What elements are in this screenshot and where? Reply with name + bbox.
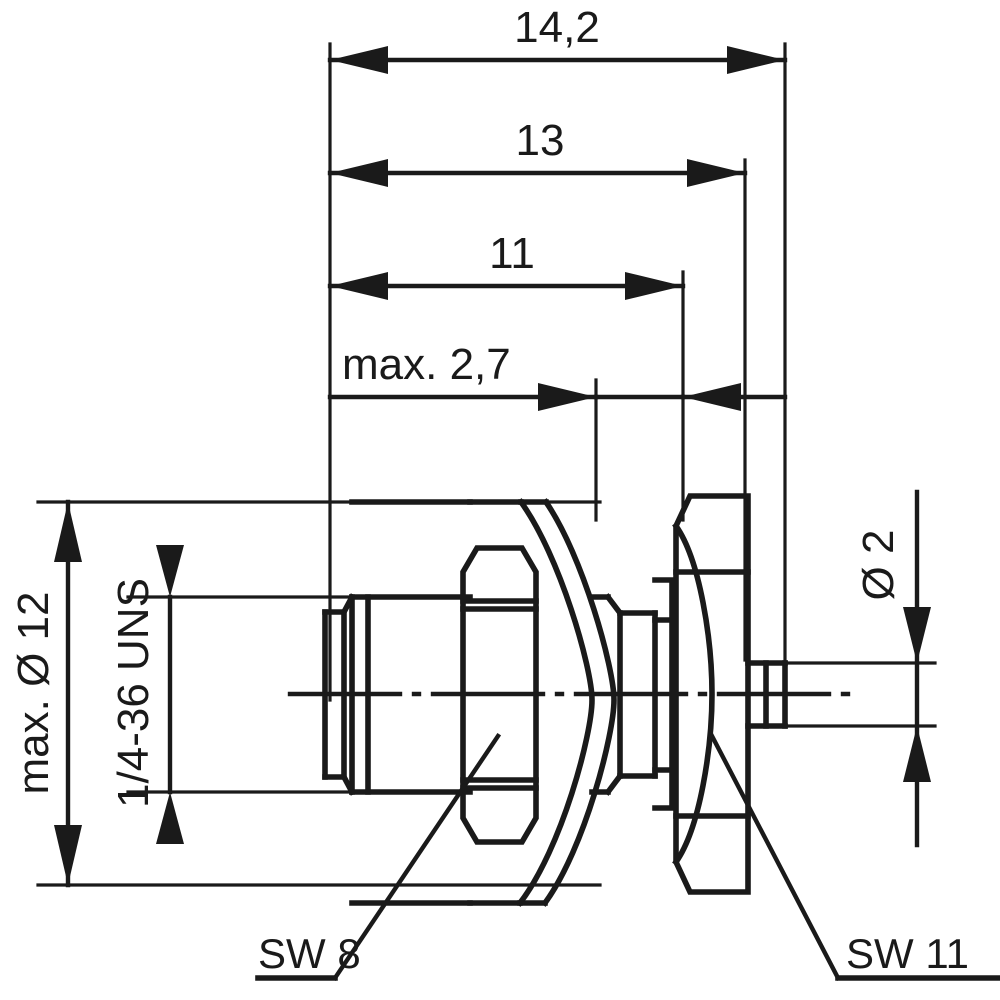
arrowhead-top-d12: [54, 502, 82, 562]
leader-line-sw11: [709, 733, 841, 981]
dimension-flange-diameter: max. Ø 12: [9, 499, 82, 888]
arrowhead-right-13: [687, 159, 745, 187]
hex-nut-sw8-outline: [460, 545, 539, 845]
dimension-panel-thickness: max. 2,7: [327, 340, 788, 411]
arrowhead-left-11: [330, 272, 388, 300]
arrowhead-top-thread-spec: [156, 545, 184, 597]
spring-washer-outer-curve: [516, 498, 595, 907]
dimension-overall-length: 14,2: [327, 3, 788, 74]
arrowhead-left-13: [330, 159, 388, 187]
arrowhead-right-11: [625, 272, 683, 300]
dimension-value-flange-diameter: max. Ø 12: [9, 592, 58, 795]
callout-label-sw8: SW 8: [258, 930, 361, 977]
callout-sw11: SW 11: [709, 733, 1000, 981]
dimension-value-thread-to-flange: 13: [516, 116, 565, 165]
arrowhead-inner-left-2-7: [538, 383, 596, 411]
hex-nut-sw11-face-curve: [672, 522, 715, 866]
arrowhead-left-14-2: [330, 46, 388, 74]
dimension-thread-length: 11: [327, 229, 686, 300]
dimension-thread-to-flange: 13: [327, 116, 748, 187]
connector-body: [322, 493, 788, 907]
arrowhead-top-d2: [903, 607, 931, 663]
arrowhead-bottom-d2: [903, 726, 931, 782]
dimension-thread-spec: 1/4-36 UNS: [109, 545, 184, 844]
callout-label-sw11: SW 11: [846, 930, 969, 977]
dimension-value-thread-length: 11: [489, 229, 535, 278]
arrowhead-right-14-2: [727, 46, 785, 74]
dimension-value-overall-length: 14,2: [514, 3, 600, 52]
arrowhead-inner-right-2-7: [683, 383, 741, 411]
dimension-value-thread-spec: 1/4-36 UNS: [109, 578, 158, 808]
dimension-pin-diameter: Ø 2: [778, 489, 937, 848]
callout-sw8: SW 8: [255, 732, 502, 982]
leader-line-sw8: [331, 732, 502, 982]
dimension-value-pin-diameter: Ø 2: [854, 530, 903, 601]
dimension-value-panel-thickness: max. 2,7: [342, 340, 511, 389]
arrowhead-bottom-thread-spec: [156, 792, 184, 844]
arrowhead-bottom-d12: [54, 825, 82, 885]
extension-lines: [328, 42, 787, 702]
spring-washer-inner-curve: [541, 498, 617, 907]
